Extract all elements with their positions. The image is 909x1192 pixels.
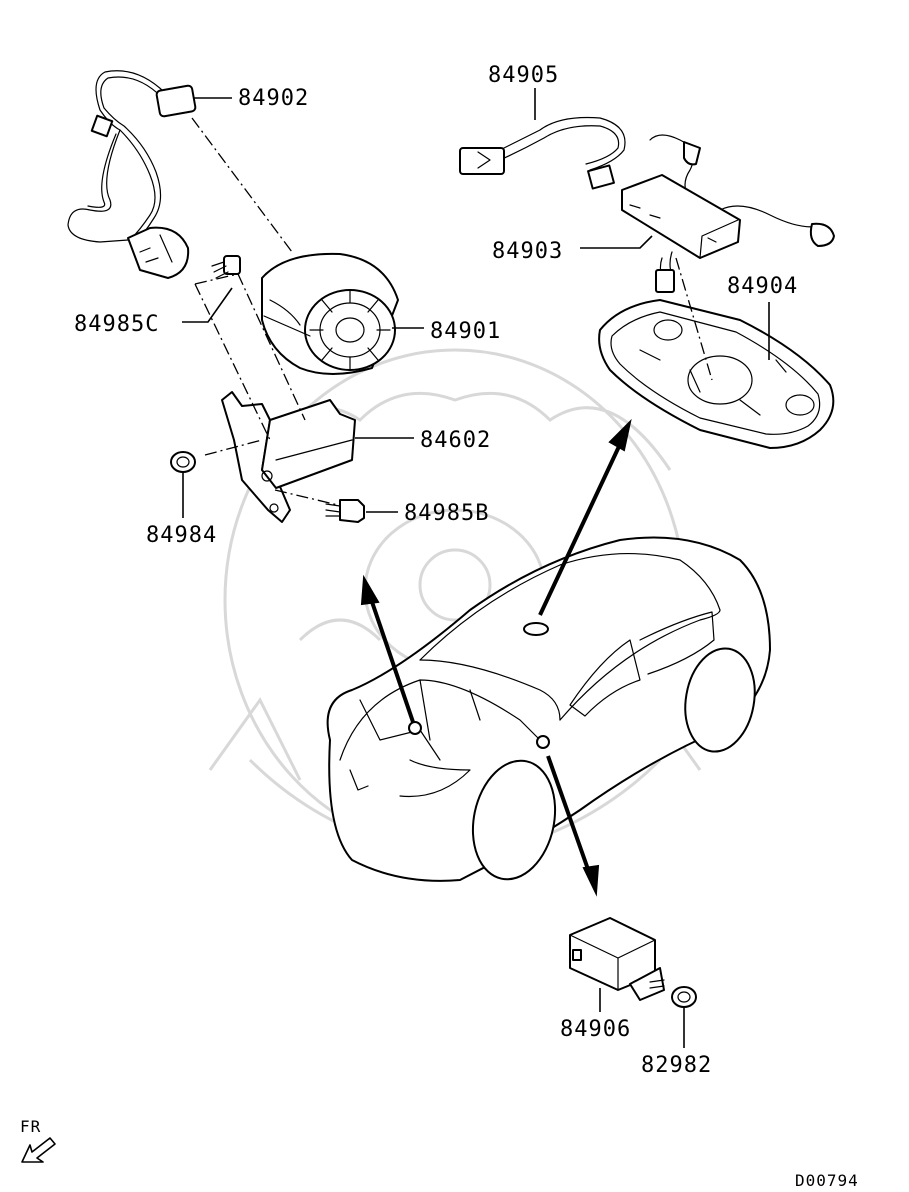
part-label-84903: 84903 [492, 239, 563, 264]
intrusion-sensor [621, 174, 741, 293]
front-arrow-icon [21, 1137, 56, 1163]
location-arrows [360, 418, 632, 897]
part-label-84984: 84984 [146, 523, 217, 548]
orientation-label: FR [20, 1117, 41, 1136]
part-label-84985C: 84985C [74, 312, 159, 337]
diagram-code: D00794 [795, 1171, 859, 1187]
part-label-82982: 82982 [641, 1053, 712, 1078]
vehicle-outline [326, 536, 771, 882]
bolt-84985B [325, 499, 365, 523]
part-label-84905: 84905 [488, 63, 559, 88]
part-label-84602: 84602 [420, 428, 491, 453]
leader-lines [182, 88, 770, 1048]
room-lamp-cover [598, 299, 835, 449]
part-label-84902: 84902 [238, 86, 309, 111]
horn-assembly [261, 252, 399, 375]
bolt-84985C [211, 255, 241, 279]
part-label-84985B: 84985B [404, 501, 489, 526]
horn-wiring-harness [67, 70, 197, 279]
nut-84984 [170, 451, 196, 473]
part-label-84904: 84904 [727, 274, 798, 299]
part-label-84901: 84901 [430, 319, 501, 344]
front-direction-indicator: FR [20, 1117, 56, 1163]
room-lamp-harness [459, 116, 835, 247]
horn-bracket [221, 391, 356, 523]
alarm-control-unit [569, 917, 665, 1001]
nut-82982 [671, 986, 697, 1008]
assembly-lines-left [191, 117, 339, 506]
part-label-84906: 84906 [560, 1017, 631, 1042]
